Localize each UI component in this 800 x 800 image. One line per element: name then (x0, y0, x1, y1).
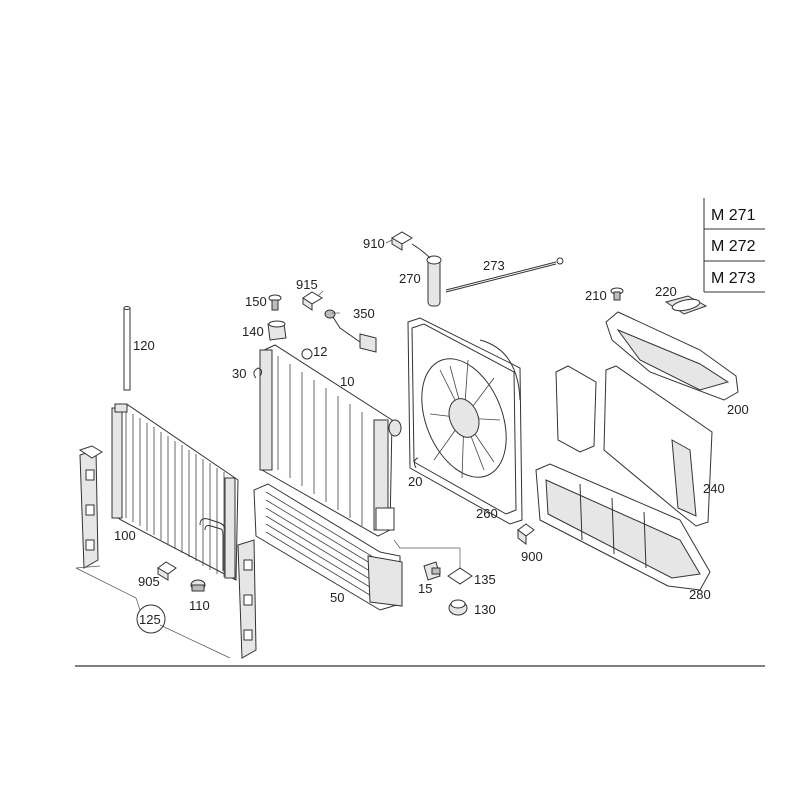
part-910-bracket (391, 231, 413, 251)
part-labels: 910 273 270 915 150 350 140 120 12 30 10… (114, 236, 749, 627)
label-135: 135 (474, 572, 496, 587)
label-120: 120 (133, 338, 155, 353)
part-220-cover (664, 295, 708, 315)
part-30-clamp (253, 367, 263, 379)
part-12-ring (301, 348, 313, 360)
part-280-air-guide-lower (535, 463, 711, 591)
part-140-cap (267, 320, 287, 341)
label-150: 150 (245, 294, 267, 309)
part-125-bracket-left (78, 445, 103, 569)
label-130: 130 (474, 602, 496, 617)
label-240: 240 (703, 481, 725, 496)
part-50-oil-cooler (253, 483, 403, 611)
part-120-rod (123, 306, 131, 391)
label-905: 905 (138, 574, 160, 589)
part-135-cap (400, 547, 473, 585)
engine-code-m272: M 272 (711, 238, 756, 255)
label-50: 50 (330, 590, 344, 605)
label-915: 915 (296, 277, 318, 292)
label-273: 273 (483, 258, 505, 273)
part-273-cable (445, 257, 564, 293)
label-270: 270 (399, 271, 421, 286)
label-30: 30 (232, 366, 246, 381)
label-12: 12 (313, 344, 327, 359)
label-210: 210 (585, 288, 607, 303)
part-260-fan-shroud (407, 317, 523, 525)
leader-lines (317, 239, 401, 549)
part-110-plug (190, 579, 206, 592)
label-280: 280 (689, 587, 711, 602)
engine-code-table: M 271 M 272 M 273 (703, 198, 765, 293)
part-350-cable (324, 309, 377, 353)
part-100-condenser (111, 403, 239, 581)
label-15: 15 (418, 581, 432, 596)
part-905-grommet (157, 561, 177, 581)
part-200-air-guide-upper (605, 311, 739, 401)
label-200: 200 (727, 402, 749, 417)
label-900: 900 (521, 549, 543, 564)
label-100: 100 (114, 528, 136, 543)
label-350: 350 (353, 306, 375, 321)
part-270-sensor (411, 243, 442, 307)
label-10: 10 (340, 374, 354, 389)
label-910: 910 (363, 236, 385, 251)
assembly-125-callout (75, 565, 231, 659)
engine-code-m271: M 271 (711, 207, 756, 224)
part-130-cap (448, 599, 468, 616)
part-125-bracket-right (237, 539, 257, 659)
engine-code-m273: M 273 (711, 270, 756, 287)
label-220: 220 (655, 284, 677, 299)
label-125: 125 (139, 612, 161, 627)
label-140: 140 (242, 324, 264, 339)
part-900-grommet (517, 523, 535, 545)
part-10-radiator (259, 344, 402, 537)
part-20-clip (413, 457, 419, 469)
part-240-air-guide-side (555, 365, 713, 527)
part-210-clip (610, 287, 624, 301)
part-915-sensor (302, 291, 323, 311)
label-110: 110 (189, 598, 210, 613)
part-15-sensor (423, 561, 441, 581)
part-150-vent-screw (268, 294, 282, 311)
label-260: 260 (476, 506, 498, 521)
label-20: 20 (408, 474, 422, 489)
